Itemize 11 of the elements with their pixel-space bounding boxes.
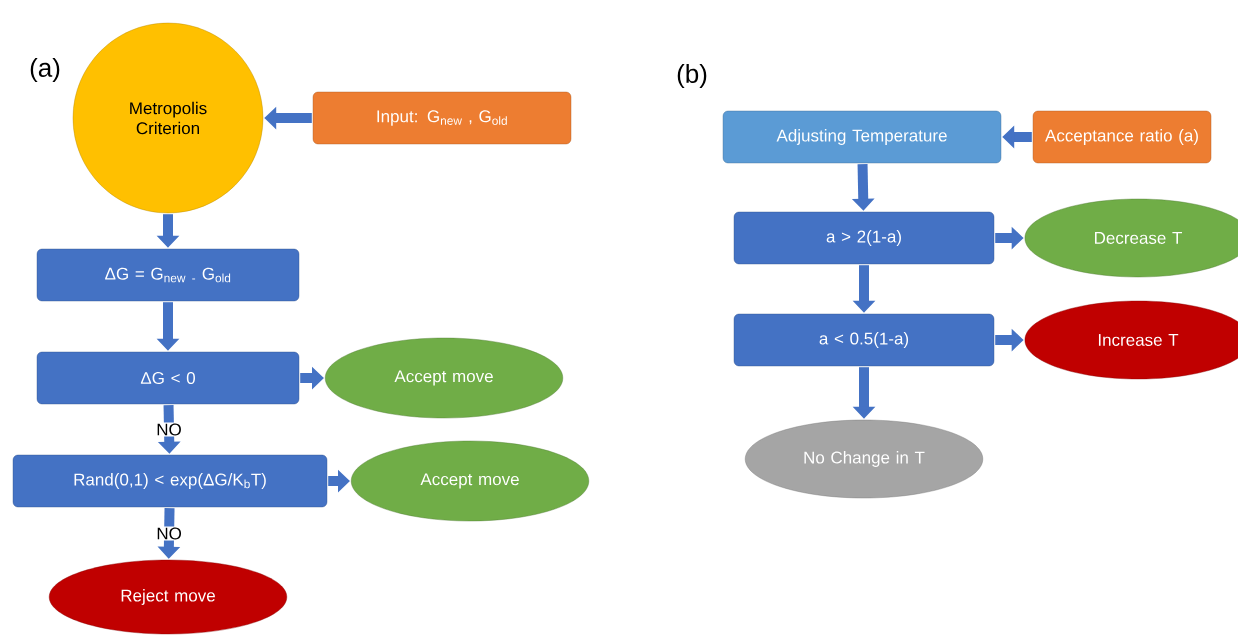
decision-box: a < 0.5(1-a)	[733, 313, 995, 367]
decision-box: a > 2(1-a)	[733, 211, 995, 265]
input-box: Input: G$_{new}$ , G$_{old}$	[312, 91, 572, 145]
input-box: Acceptance ratio (a)	[1032, 110, 1212, 164]
edge-label: NO	[155, 526, 183, 541]
edge-label: NO	[155, 422, 183, 437]
process-box: ΔG = G$_{new -}$ G$_{old}$	[36, 248, 300, 302]
panel-label: (b)	[677, 63, 707, 89]
decision-box: ΔG < 0	[36, 351, 300, 405]
decision-box: Rand(0,1) < exp(ΔG/K$_{b}$T)	[12, 454, 328, 508]
process-box: Adjusting Temperature	[722, 110, 1002, 164]
